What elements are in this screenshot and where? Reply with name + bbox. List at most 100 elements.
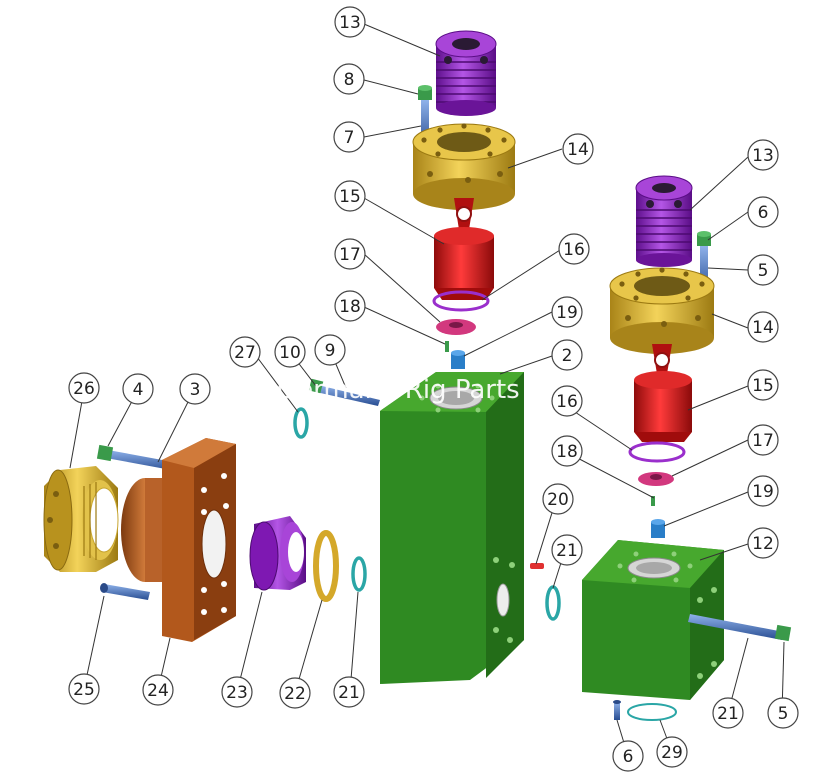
callout-number: 23	[226, 683, 248, 703]
callout-number: 21	[556, 541, 578, 561]
callout-number: 29	[661, 743, 683, 763]
pin-20	[530, 563, 544, 569]
callout-circle	[767, 697, 799, 729]
plug-15-right	[634, 344, 692, 442]
callout-21: 21	[333, 676, 365, 708]
callout-number: 21	[338, 683, 360, 703]
callout-circle	[334, 180, 366, 212]
callout-circle	[68, 673, 100, 705]
callout-17: 17	[747, 424, 779, 456]
callout-circle	[314, 334, 346, 366]
callout-19: 19	[747, 475, 779, 507]
callout-number: 26	[73, 379, 95, 399]
callout-circle	[334, 6, 366, 38]
callout-circle	[68, 372, 100, 404]
seal-27	[293, 407, 309, 439]
callout-circle	[229, 336, 261, 368]
callout-13: 13	[334, 6, 366, 38]
callout-7: 7	[333, 121, 365, 153]
callout-number: 4	[133, 380, 144, 400]
pin-18-right	[651, 496, 655, 506]
callout-circle	[558, 233, 590, 265]
callout-number: 22	[284, 684, 306, 704]
callout-number: 5	[778, 704, 789, 724]
callout-2: 2	[551, 339, 583, 371]
nut-6-right	[697, 231, 711, 246]
callout-number: 13	[339, 13, 361, 33]
washer-17-right	[638, 472, 674, 486]
callout-number: 19	[556, 303, 578, 323]
callout-21: 21	[712, 697, 744, 729]
callout-3: 3	[179, 373, 211, 405]
watermark-text: Germany Rig Parts	[277, 375, 520, 405]
callout-9: 9	[314, 334, 346, 366]
callout-number: 17	[339, 245, 361, 265]
callout-number: 27	[234, 343, 256, 363]
callout-circle	[747, 527, 779, 559]
flange-24	[121, 438, 236, 642]
callout-16: 16	[551, 385, 583, 417]
callout-circle	[333, 63, 365, 95]
callout-number: 15	[339, 187, 361, 207]
callout-14: 14	[747, 311, 779, 343]
callout-number: 21	[717, 704, 739, 724]
bonnet-nut-13-top	[435, 30, 497, 116]
callout-circle	[221, 676, 253, 708]
callout-number: 19	[752, 482, 774, 502]
stud-5-right	[700, 246, 708, 294]
callout-circle	[747, 311, 779, 343]
callout-circle	[612, 740, 644, 772]
callout-number: 17	[752, 431, 774, 451]
callout-circle	[551, 435, 583, 467]
nut-26	[43, 466, 119, 572]
callout-circle	[333, 121, 365, 153]
callout-circle	[333, 676, 365, 708]
callout-26: 26	[68, 372, 100, 404]
callout-circle	[542, 483, 574, 515]
callout-circle	[747, 369, 779, 401]
callout-circle	[712, 697, 744, 729]
bushing-19-right	[651, 519, 665, 538]
bonnet-nut-13-right	[635, 175, 693, 267]
callout-number: 3	[190, 380, 201, 400]
callout-number: 9	[325, 341, 336, 361]
callout-circle	[656, 736, 688, 768]
flange-14-top	[412, 123, 516, 210]
callout-20: 20	[542, 483, 574, 515]
callout-circle	[747, 196, 779, 228]
callout-circle	[747, 139, 779, 171]
callout-14: 14	[562, 133, 594, 165]
callout-circle	[179, 373, 211, 405]
callout-number: 14	[752, 318, 774, 338]
callout-27: 27	[229, 336, 261, 368]
bushing-19-top	[451, 350, 465, 369]
callout-number: 16	[563, 240, 585, 260]
seal-21-left	[351, 556, 367, 592]
callout-number: 10	[279, 343, 301, 363]
callout-circle	[551, 339, 583, 371]
callout-circle	[274, 336, 306, 368]
callout-number: 6	[758, 203, 769, 223]
stud-5-6-right-bottom	[688, 614, 792, 642]
callout-8: 8	[333, 63, 365, 95]
callout-circle	[551, 534, 583, 566]
callout-12: 12	[747, 527, 779, 559]
callout-number: 8	[344, 70, 355, 90]
seat-23	[249, 516, 306, 591]
callout-circle	[279, 677, 311, 709]
callout-17: 17	[334, 238, 366, 270]
callout-circle	[747, 475, 779, 507]
callout-23: 23	[221, 676, 253, 708]
callout-number: 16	[556, 392, 578, 412]
callout-circle	[122, 373, 154, 405]
seal-ring-28	[627, 703, 677, 721]
callout-29: 29	[656, 736, 688, 768]
callout-circle	[562, 133, 594, 165]
valve-body-2	[380, 372, 524, 684]
callout-number: 7	[344, 128, 355, 148]
callout-4: 4	[122, 373, 154, 405]
callout-15: 15	[747, 369, 779, 401]
callout-10: 10	[274, 336, 306, 368]
callout-18: 18	[334, 290, 366, 322]
